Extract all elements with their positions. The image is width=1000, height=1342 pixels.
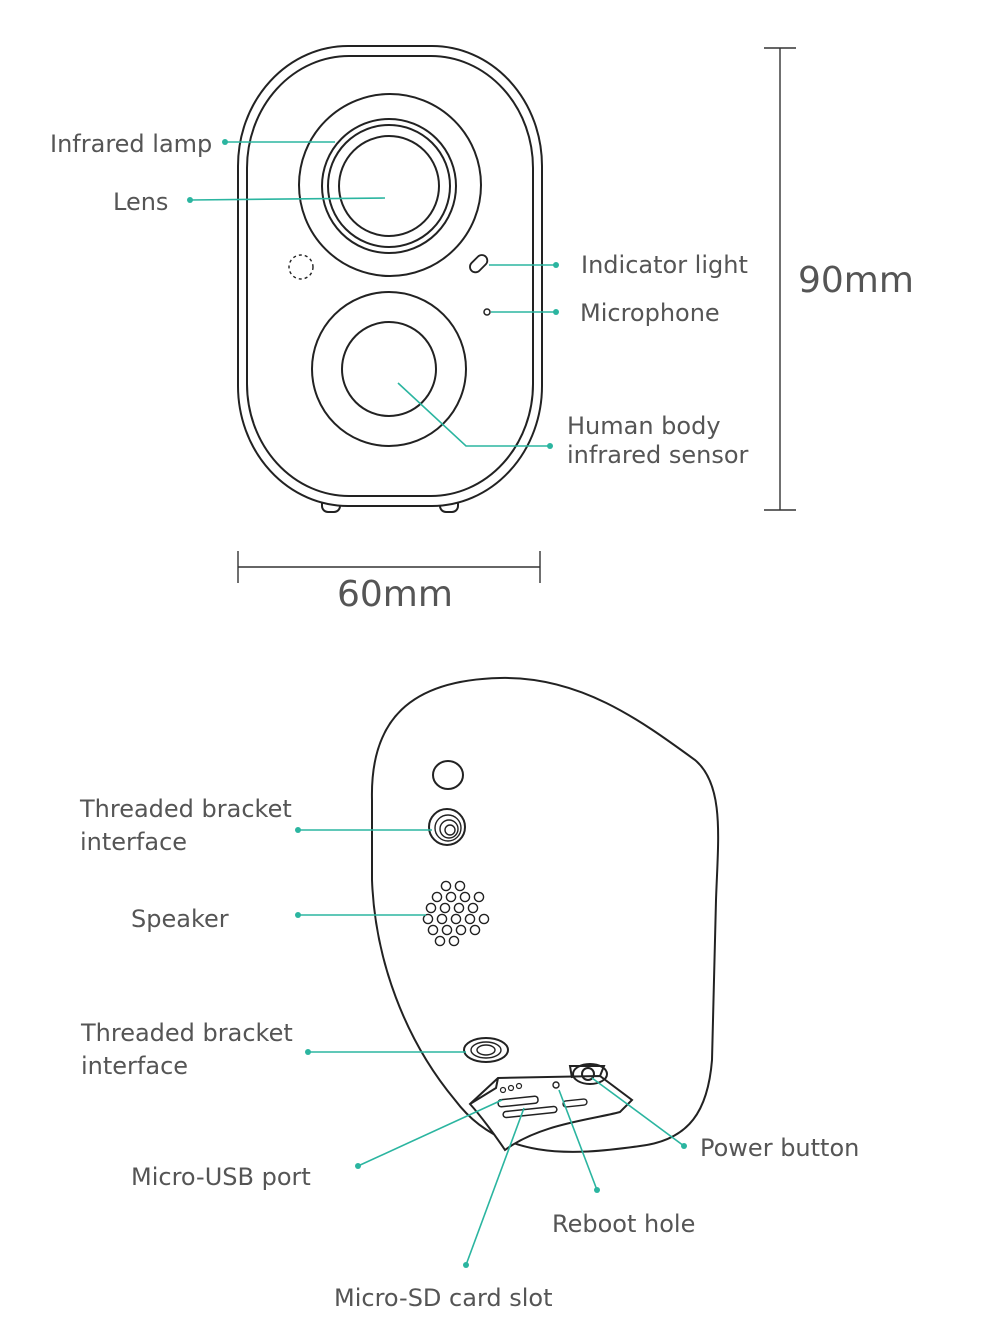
port-panel [468,1063,634,1152]
label-micro-usb-port: Micro-USB port [131,1163,311,1191]
label-microphone: Microphone [580,299,720,327]
speaker-hole [448,935,460,947]
label-human-body-line1: Human body [567,412,721,440]
lens-outer-ring [321,118,457,254]
label-lens: Lens [113,188,168,216]
height-dimension-label: 90mm [798,260,914,301]
speaker-hole [473,891,485,903]
front-leaders [187,139,559,449]
speaker-hole [434,935,446,947]
label-threaded-bracket-top-line1: Threaded bracket [79,795,292,823]
speaker-hole [467,902,479,914]
lens-mid-ring [327,124,451,248]
label-threaded-bracket-bottom-line1: Threaded bracket [80,1019,293,1047]
micro-usb-slot [497,1095,539,1108]
back-top-hole [432,760,464,790]
back-body-outline [370,676,720,1153]
width-dimension-label: 60mm [337,574,453,615]
back-leaders [295,827,687,1268]
speaker-hole [431,891,443,903]
speaker-hole [455,924,467,936]
speaker-hole [441,924,453,936]
infrared-lamp-ring [298,93,482,277]
label-human-body-line2: infrared sensor [567,441,749,469]
speaker-hole [445,891,457,903]
speaker-hole [425,902,437,914]
speaker-grill [422,880,490,947]
speaker-hole [422,913,434,925]
reboot-hole [552,1081,560,1089]
label-reboot-hole: Reboot hole [552,1210,695,1238]
back-view: Threaded bracket interface Speaker Threa… [79,676,859,1312]
speaker-hole [454,880,466,892]
label-threaded-bracket-bottom-line2: interface [81,1052,188,1080]
label-indicator-light: Indicator light [581,251,748,279]
label-micro-sd-card-slot: Micro-SD card slot [334,1284,553,1312]
label-threaded-bracket-top-line2: interface [80,828,187,856]
power-button [581,1067,595,1081]
speaker-hole [427,924,439,936]
pir-sensor-lens [341,321,437,417]
label-infrared-lamp: Infrared lamp [50,130,212,158]
microphone-hole [483,308,491,316]
threaded-bracket-top [428,808,466,846]
pir-sensor-ring [311,291,467,447]
label-power-button: Power button [700,1134,859,1162]
speaker-hole [469,924,481,936]
speaker-hole [464,913,476,925]
speaker-hole [436,913,448,925]
speaker-hole [439,902,451,914]
height-dimension-line [764,47,796,511]
speaker-hole [459,891,471,903]
speaker-hole [450,913,462,925]
light-sensor [288,254,314,280]
width-dimension-line [237,551,541,583]
lens-assembly [298,93,482,277]
indicator-light-led [469,254,489,274]
power-button-housing [572,1063,608,1085]
lens-glass [338,135,440,237]
speaker-hole [440,880,452,892]
front-body-inner [246,55,534,497]
speaker-hole [453,902,465,914]
label-speaker: Speaker [131,905,229,933]
micro-sd-slot [502,1105,558,1119]
threaded-bracket-bottom [463,1037,509,1063]
speaker-hole [478,913,490,925]
front-view: Infrared lamp Lens Indicator light Micro… [50,45,914,615]
